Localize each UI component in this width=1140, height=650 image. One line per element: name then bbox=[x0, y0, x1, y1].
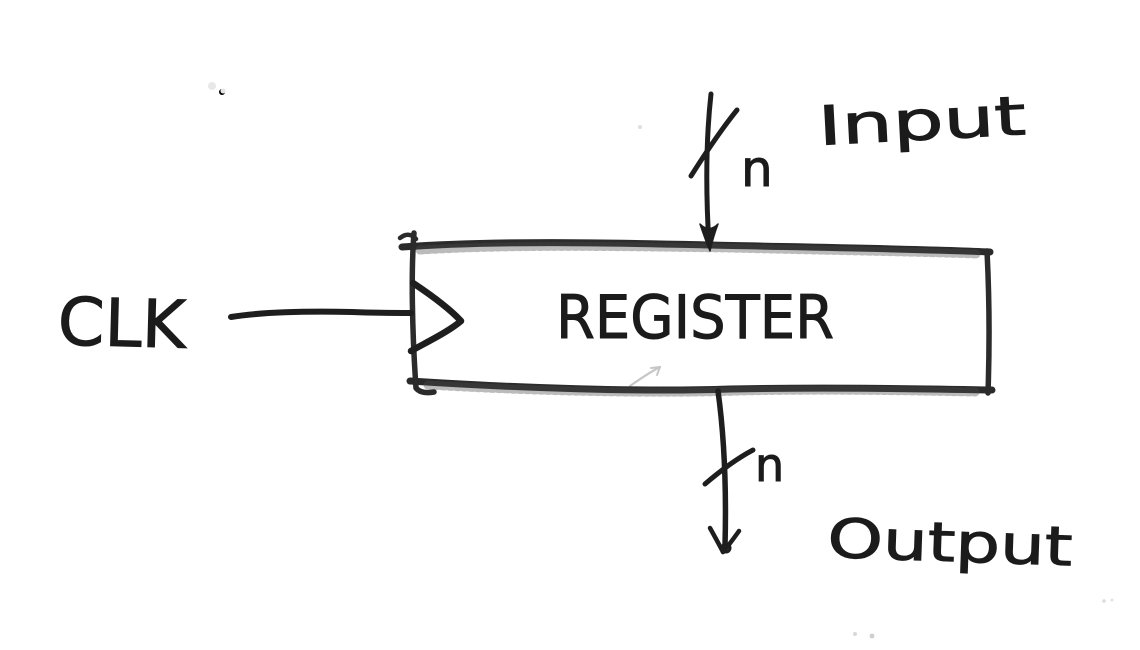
input-bus-width-label: n bbox=[741, 140, 773, 198]
register-label: REGISTER bbox=[556, 283, 834, 353]
register-box-bottom-grain bbox=[423, 380, 980, 397]
register-box-right-edge bbox=[984, 248, 992, 396]
input-bus-width-slash-icon bbox=[688, 107, 740, 179]
clk-label: CLK bbox=[57, 283, 189, 363]
register-box-bottom-edge bbox=[406, 377, 996, 394]
clk-wire bbox=[228, 308, 414, 320]
output-bus-width-label: n bbox=[755, 438, 784, 492]
output-bus-width-slash-icon bbox=[702, 447, 756, 487]
faint-pencil-mark bbox=[628, 365, 662, 388]
scan-smudges bbox=[208, 82, 1114, 639]
output-label: Output bbox=[826, 507, 1073, 579]
register-box-left-edge bbox=[409, 230, 437, 396]
register-box: REGISTER bbox=[397, 230, 996, 397]
output-arrowhead-loop bbox=[720, 542, 732, 554]
register-box-top-grain bbox=[415, 241, 983, 259]
output-bus-arrow: n bbox=[702, 388, 785, 555]
input-bus-line bbox=[704, 91, 714, 248]
input-label: Input bbox=[816, 84, 1027, 158]
register-box-corner-tick bbox=[397, 232, 419, 242]
input-arrowhead-icon bbox=[699, 223, 719, 252]
input-bus-arrow: n bbox=[688, 91, 773, 252]
output-bus-line bbox=[715, 388, 729, 549]
clock-edge-triangle-icon bbox=[407, 279, 465, 355]
